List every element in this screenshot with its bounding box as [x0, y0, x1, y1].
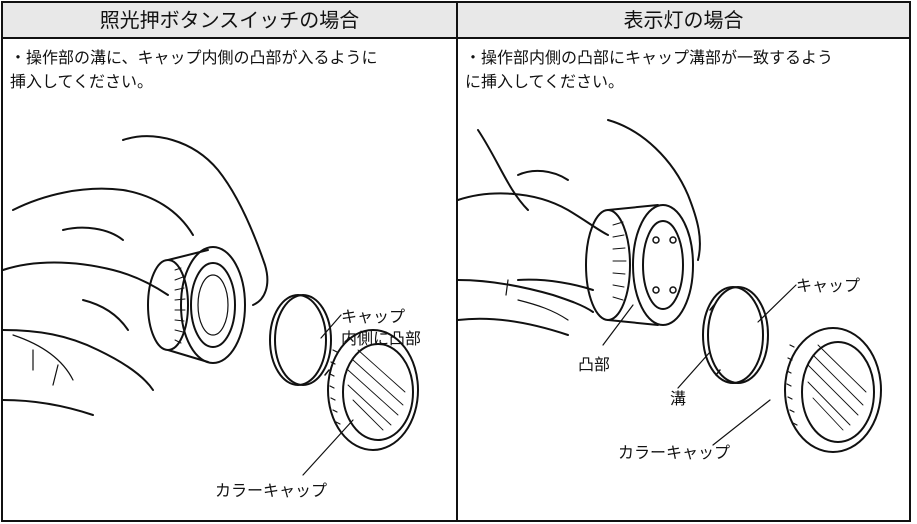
left-cap-label: キャップ 内側に凸部 — [341, 306, 421, 350]
right-instruction-line-2: に挿入してください。 — [465, 72, 625, 91]
left-cap-label-line-1: キャップ — [341, 307, 406, 326]
right-color-cap-label: カラーキャップ — [618, 443, 731, 462]
left-cap-label-line-2: 内側に凸部 — [341, 329, 422, 348]
header-push-button-switch: 照光押ボタンスイッチの場合 — [3, 3, 456, 37]
right-illustration: キャップ 凸部 溝 カラーキャップ — [457, 100, 909, 520]
left-instruction-line-1: ・操作部の溝に、キャップ内側の凸部が入るように — [10, 48, 378, 67]
right-cap-label: キャップ — [796, 276, 861, 295]
right-groove-label: 溝 — [670, 389, 687, 408]
left-illustration: キャップ 内側に凸部 カラーキャップ — [2, 100, 456, 520]
column-divider — [456, 1, 458, 522]
left-color-cap-label: カラーキャップ — [215, 481, 328, 500]
right-instruction-line-1: ・操作部内側の凸部にキャップ溝部が一致するよう — [465, 48, 834, 67]
left-instruction: ・操作部の溝に、キャップ内側の凸部が入るように 挿入してください。 — [10, 46, 450, 94]
header-indicator-lamp: 表示灯の場合 — [458, 3, 909, 37]
hand-installing-cap-illustration — [2, 135, 419, 476]
right-protrusion-label: 凸部 — [578, 355, 611, 374]
hand-installing-cap-illustration-lamp — [457, 119, 882, 453]
left-instruction-line-2: 挿入してください。 — [10, 72, 154, 91]
header-divider — [1, 37, 911, 39]
right-instruction: ・操作部内側の凸部にキャップ溝部が一致するよう に挿入してください。 — [465, 46, 905, 94]
